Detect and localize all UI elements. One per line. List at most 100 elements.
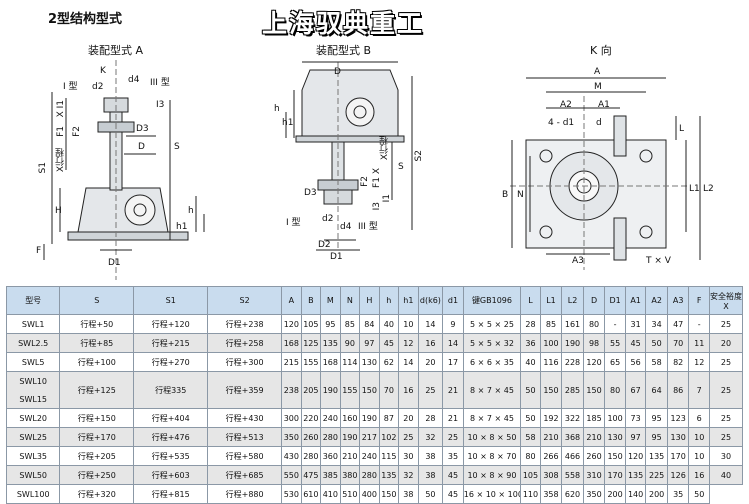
cell-d-k6-: 25 (417, 371, 444, 409)
b-label-h: h (274, 104, 280, 114)
cell-s2: 行程+300 (207, 352, 283, 372)
cell-h1: 20 (398, 408, 419, 428)
cell-d1: - (604, 314, 626, 334)
cell-h: 62 (378, 352, 400, 372)
cell-n: 90 (339, 333, 361, 353)
cell--gb1096: 10 × 8 × 90 (462, 465, 522, 485)
cell--x: 25 (708, 408, 744, 428)
cell-h: 190 (359, 408, 380, 428)
cell-h: 45 (378, 333, 400, 353)
a-label-k: K (100, 66, 106, 76)
a-label-type1: I 型 (63, 82, 78, 92)
a-label-x-stroke: X行程 (56, 148, 66, 173)
cell--gb1096: 5 × 5 × 25 (462, 314, 522, 334)
cell-l1: 116 (539, 352, 563, 372)
a-label-d2: d2 (92, 82, 104, 92)
cell-b: 220 (300, 408, 322, 428)
cell-m: 168 (320, 352, 341, 372)
cell-d-k6-: 50 (417, 484, 444, 504)
cell-a1: 140 (624, 484, 647, 504)
th-l1: L1 (539, 286, 563, 315)
th-h1: h1 (398, 286, 419, 315)
cell-l1: 192 (539, 408, 563, 428)
cell-f: 50 (688, 484, 710, 504)
cell-l: 28 (520, 314, 541, 334)
cell-l: 110 (520, 484, 541, 504)
cell-l1: 100 (539, 333, 563, 353)
cell-l: 80 (520, 446, 541, 466)
th-h: h (378, 286, 400, 315)
cell-l2: 322 (561, 408, 584, 428)
cell-s: 行程+85 (59, 333, 135, 353)
cell-f: 10 (688, 427, 710, 447)
cell-h1: 32 (398, 465, 419, 485)
view-a-title: 装配型式 A (88, 44, 144, 57)
th-d1: d1 (442, 286, 464, 315)
k-label-l2: L2 (703, 184, 714, 194)
a-label-f2: F2 (72, 126, 82, 137)
cell-l2: 161 (561, 314, 584, 334)
cell-m: 280 (320, 427, 341, 447)
cell--x: 30 (708, 446, 744, 466)
cell-d1: 45 (442, 484, 464, 504)
k-label-m: M (594, 82, 602, 92)
cell-a3: 70 (666, 333, 690, 353)
cell-a: 430 (281, 446, 302, 466)
cell-h: 280 (359, 465, 380, 485)
cell-a: 300 (281, 408, 302, 428)
cell-a3: 82 (666, 352, 690, 372)
b-label-l1: I1 (382, 194, 392, 203)
cell-b: 155 (300, 352, 322, 372)
cell-l: 40 (520, 352, 541, 372)
cell-h: 102 (378, 427, 400, 447)
cell-n: 510 (339, 484, 361, 504)
cell-d1: 9 (442, 314, 464, 334)
cell--x: 25 (708, 314, 744, 334)
b-label-s2: S2 (414, 150, 424, 162)
a-label-h: h (188, 206, 194, 216)
k-bolt-hole-br (640, 226, 652, 238)
cell-a3: 123 (666, 408, 690, 428)
b-label-d2-dim: D2 (318, 240, 331, 250)
view-k-title: K 向 (590, 44, 612, 57)
cell-h1: 38 (398, 484, 419, 504)
cell-d: 350 (582, 484, 606, 504)
a-label-s: S (174, 142, 180, 152)
cell-m: 360 (320, 446, 341, 466)
th-a2: A2 (645, 286, 668, 315)
b-label-d1: D1 (330, 252, 343, 262)
cell-d1: 35 (442, 446, 464, 466)
b-label-x-stroke: X行程 (380, 136, 390, 161)
cell-d-k6-: 38 (417, 446, 444, 466)
cell--gb1096: 8 × 7 × 45 (462, 371, 522, 409)
cell-b: 125 (300, 333, 322, 353)
cell--x: 40 (708, 465, 744, 485)
cell-n: 114 (339, 352, 361, 372)
b-label-type1: I 型 (286, 218, 301, 228)
cell-s1: 行程+476 (133, 427, 209, 447)
th-d: D (582, 286, 606, 315)
a-label-d4: d4 (128, 75, 140, 85)
cell-b: 205 (300, 371, 322, 409)
b-label-h1: h1 (282, 118, 294, 128)
k-label-d: d (596, 118, 602, 128)
cell-a3: 130 (666, 427, 690, 447)
cell-h: 217 (359, 427, 380, 447)
cell-l2: 285 (561, 371, 584, 409)
a-worm-shaft-circle (134, 204, 146, 216)
cell-h: 70 (378, 371, 400, 409)
cell-s1: 行程+815 (133, 484, 209, 504)
k-label-a3: A3 (572, 256, 584, 266)
cell-d1: 200 (604, 484, 626, 504)
cell-l1: 210 (539, 427, 563, 447)
cell-model: SWL100 (5, 484, 61, 504)
cell-f: 7 (688, 371, 710, 409)
b-label-d3: D3 (304, 188, 317, 198)
cell-s2: 行程+685 (207, 465, 283, 485)
cell-f: 12 (688, 352, 710, 372)
cell-l2: 368 (561, 427, 584, 447)
th-m: M (320, 286, 341, 315)
